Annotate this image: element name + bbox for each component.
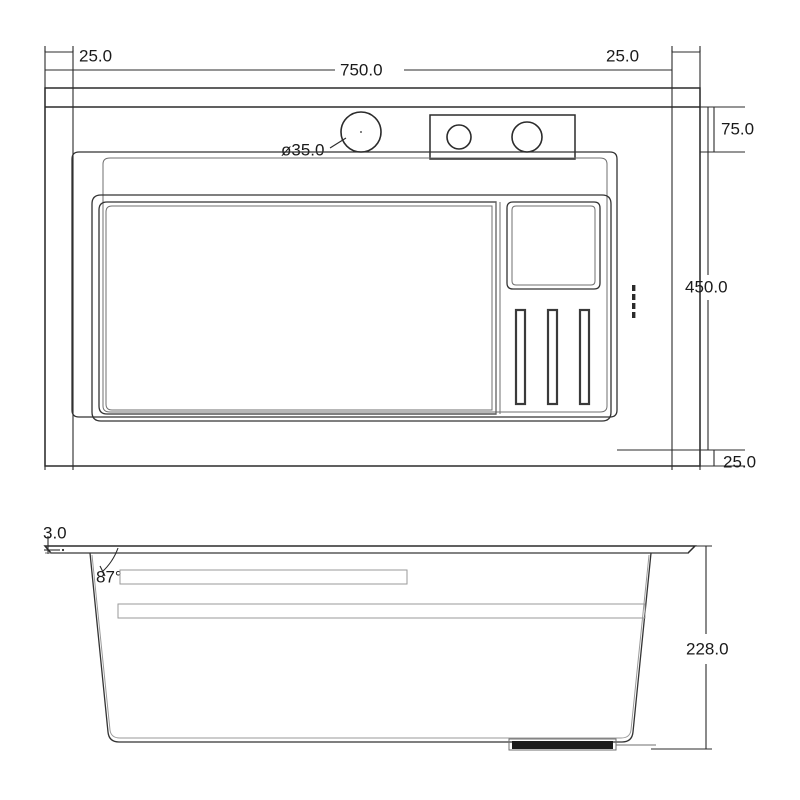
sink-front-view: 3.0 87° (43, 523, 729, 751)
dimension-label-overall-depth: 450.0 (685, 277, 728, 296)
accessory-hole-large (511, 121, 543, 153)
dimension-label-front-margin: 25.0 (723, 452, 756, 471)
deck-inner-offset (102, 157, 608, 413)
drain-slot-3 (578, 308, 591, 406)
deck-area (71, 151, 618, 418)
dimension-material-thickness: 3.0 (43, 523, 67, 554)
sink-top-view: 25.0 750.0 25.0 (44, 46, 756, 471)
drain-slot-2 (546, 308, 559, 406)
dimension-label-basin-height: 228.0 (686, 639, 729, 658)
faucet-hole-leader (329, 137, 347, 149)
dimension-label-overall-width: 750.0 (340, 60, 383, 79)
main-basin-inner (105, 205, 493, 411)
drain-foot (508, 738, 656, 751)
accessory-plate (429, 114, 576, 160)
dimension-front-margin: 25.0 (617, 449, 756, 471)
dimension-label-top-left-margin: 25.0 (79, 46, 112, 65)
dimension-label-rear-deck-depth: 75.0 (721, 119, 754, 138)
dimension-label-wall-angle: 87° (96, 567, 122, 586)
dimension-top-right-margin: 25.0 (606, 46, 701, 470)
dimension-label-top-right-margin: 25.0 (606, 46, 639, 65)
outer-rim-rect (44, 87, 701, 467)
dimension-overall-depth: 450.0 (617, 106, 745, 451)
overflow-marks (632, 285, 636, 318)
ledge-groove-upper (119, 569, 408, 585)
faucet-hole-center-mark (360, 131, 362, 133)
basin-body-inner (91, 554, 650, 739)
basin-group-outer (91, 194, 612, 422)
dimension-label-material-thickness: 3.0 (43, 523, 67, 542)
angle-annotation-87: 87° (96, 547, 122, 586)
drain-slot-1 (514, 308, 527, 406)
dimension-label-faucet-hole: ø35.0 (281, 140, 324, 159)
basin-body-taper (89, 552, 652, 743)
rim-edge-line (43, 545, 697, 554)
small-bowl-inner (511, 205, 596, 286)
main-basin (98, 201, 497, 415)
accessory-hole-small (446, 124, 472, 150)
small-bowl (506, 201, 601, 290)
ledge-groove-lower (117, 603, 646, 619)
dimension-overall-width: 750.0 (45, 60, 672, 79)
dimension-top-left-margin: 25.0 (44, 46, 112, 470)
dimension-basin-height: 228.0 (651, 545, 729, 750)
